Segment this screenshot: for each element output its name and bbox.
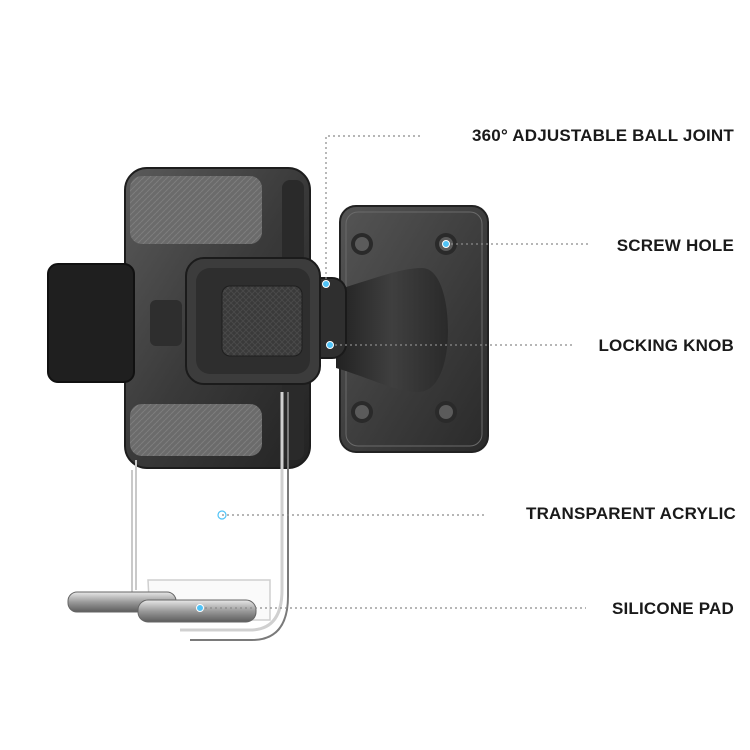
marker-silicone-pad-icon — [196, 604, 204, 612]
silicone-pad — [67, 591, 257, 623]
marker-screw-hole-icon — [442, 240, 450, 248]
callout-screw-hole: SCREW HOLE — [616, 236, 734, 255]
marker-ball-joint-icon — [322, 280, 330, 288]
marker-locking-knob-icon — [326, 341, 334, 349]
marker-dots — [196, 240, 450, 612]
leader-lines — [200, 135, 590, 609]
marker-acrylic-icon — [217, 510, 227, 520]
callout-transparent-acrylic: TRANSPARENT ACRYLIC — [526, 504, 736, 523]
callout-silicone-pad: SILICONE PAD — [611, 599, 734, 618]
leader-ball-joint — [325, 135, 420, 284]
callout-locking-knob: LOCKING KNOB — [598, 336, 734, 355]
grip-slider — [150, 300, 182, 346]
side-grip — [47, 263, 135, 383]
callout-ball-joint: 360° ADJUSTABLE BALL JOINT — [471, 126, 734, 145]
mount-plate — [336, 205, 489, 453]
screw-hole-icon — [351, 233, 457, 423]
locking-knob — [185, 257, 321, 385]
